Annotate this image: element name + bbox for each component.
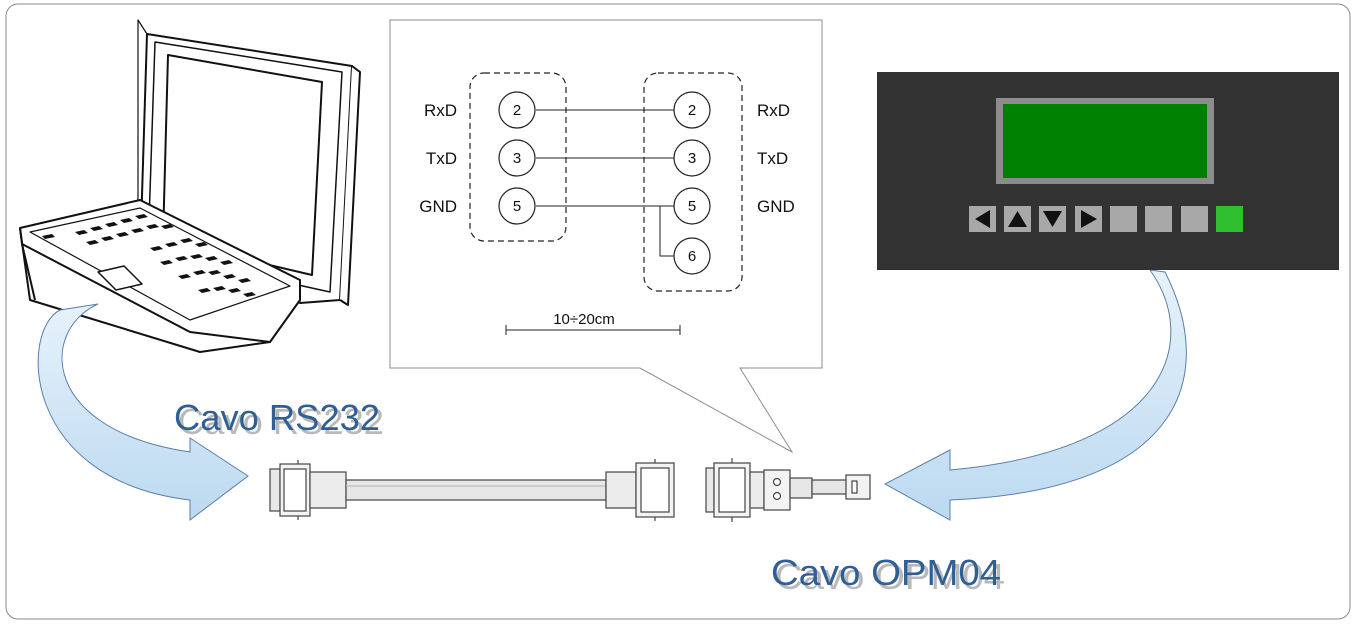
right-pin-3 xyxy=(673,139,711,177)
rs232-label: Cavo RS232 xyxy=(174,397,380,438)
right-pin-6-label: 6 xyxy=(688,248,696,265)
right-signal-rxd: RxD xyxy=(757,101,790,120)
arrow-down-icon xyxy=(1043,211,1062,227)
left-pin-5 xyxy=(498,187,536,225)
right-connector-outline xyxy=(643,72,743,292)
rs232-label-shadow: Cavo RS232 xyxy=(178,401,384,442)
rs232-cable-icon xyxy=(269,459,675,521)
right-pin-3-label: 3 xyxy=(688,150,696,167)
right-pin-5-label: 5 xyxy=(688,198,696,215)
panel-keypad xyxy=(969,206,1243,232)
left-pin-5-label: 5 xyxy=(513,198,521,215)
curved-arrow-left-icon xyxy=(37,303,249,522)
curved-arrow-right-icon xyxy=(883,269,1187,521)
lcd-display xyxy=(1003,104,1207,178)
left-pin-2-label: 2 xyxy=(513,102,521,119)
key-enter xyxy=(1216,206,1243,232)
key-f3 xyxy=(1181,206,1208,232)
left-pin-3-label: 3 xyxy=(513,150,521,167)
right-signal-gnd: GND xyxy=(757,197,795,216)
opm04-label: Cavo OPM04 xyxy=(771,552,1001,593)
left-signal-txd: TxD xyxy=(426,149,457,168)
opm04-label-shadow: Cavo OPM04 xyxy=(775,556,1005,597)
left-pin-3 xyxy=(498,139,536,177)
laptop-icon xyxy=(19,19,361,353)
left-pin-2 xyxy=(498,91,536,129)
key-f1 xyxy=(1110,206,1137,232)
left-signal-gnd: GND xyxy=(419,197,457,216)
opm04-cable-icon xyxy=(705,458,871,522)
left-signal-rxd: RxD xyxy=(424,101,457,120)
right-pin-2 xyxy=(673,91,711,129)
length-dimension xyxy=(505,325,681,335)
key-f2 xyxy=(1145,206,1172,232)
right-pin-5 xyxy=(673,187,711,225)
arrow-up-icon xyxy=(1008,211,1027,227)
right-pin-2-label: 2 xyxy=(688,102,696,119)
arrow-right-icon xyxy=(1081,210,1097,228)
arrow-left-icon xyxy=(975,210,990,228)
right-signal-txd: TxD xyxy=(757,149,788,168)
wires xyxy=(536,109,674,257)
right-pin-6 xyxy=(673,237,711,275)
wiring-callout xyxy=(389,19,823,454)
operator-panel xyxy=(877,72,1339,270)
length-label: 10÷20cm xyxy=(553,311,615,328)
left-connector-outline xyxy=(469,72,567,242)
